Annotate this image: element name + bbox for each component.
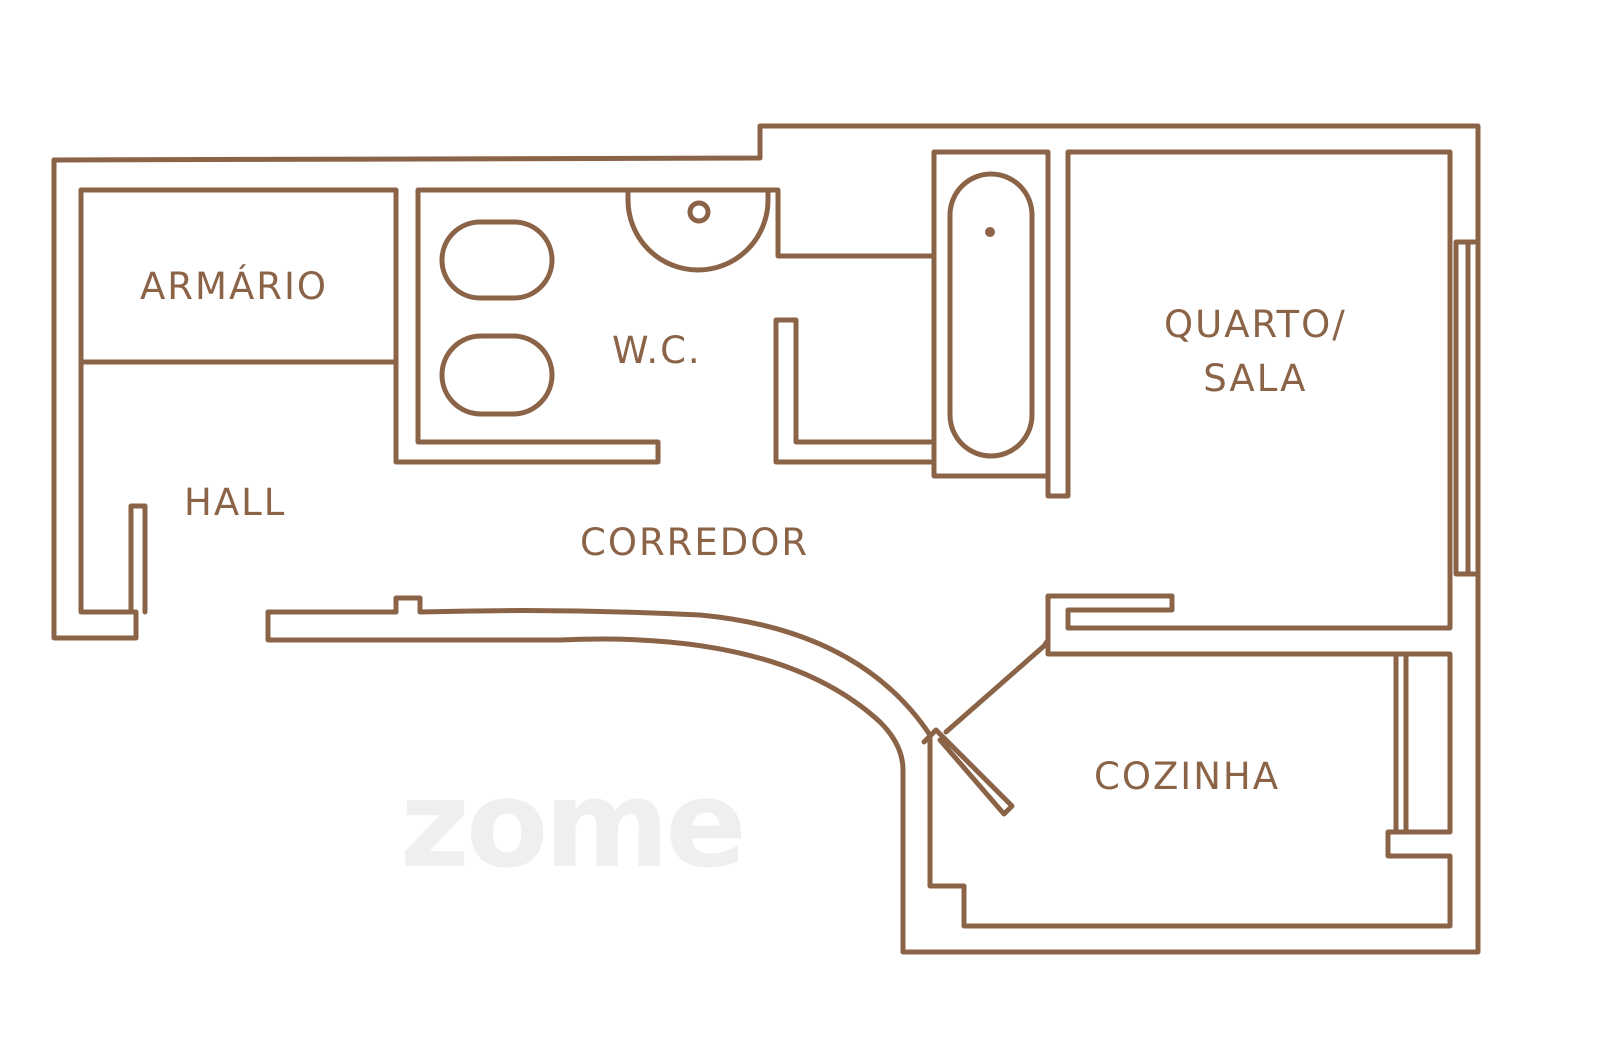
sink [439, 219, 555, 301]
room-label-wc: W.C. [612, 329, 702, 372]
room-label-cozinha: COZINHA [1094, 755, 1281, 798]
quarto-wall [931, 149, 1453, 735]
room-label-armario: ARMÁRIO [140, 265, 328, 308]
door-leaf [921, 727, 1015, 817]
bathtub-drain [985, 227, 995, 237]
washbasin [625, 189, 771, 273]
toilet [439, 333, 555, 417]
room-label-quarto-sala: QUARTO/ SALA [1164, 303, 1347, 400]
window [1453, 239, 1481, 577]
watermark-logo: zome [400, 756, 747, 895]
outer-wall [51, 123, 1481, 955]
kitchen-window [1393, 651, 1409, 835]
room-label-hall: HALL [184, 481, 287, 524]
hall-stub-wall [128, 503, 148, 615]
wc-wall [773, 317, 937, 465]
room-label-corredor: CORREDOR [580, 521, 810, 564]
washbasin-drain [687, 200, 711, 224]
bathtub [947, 171, 1035, 459]
hall-wall [51, 157, 937, 641]
